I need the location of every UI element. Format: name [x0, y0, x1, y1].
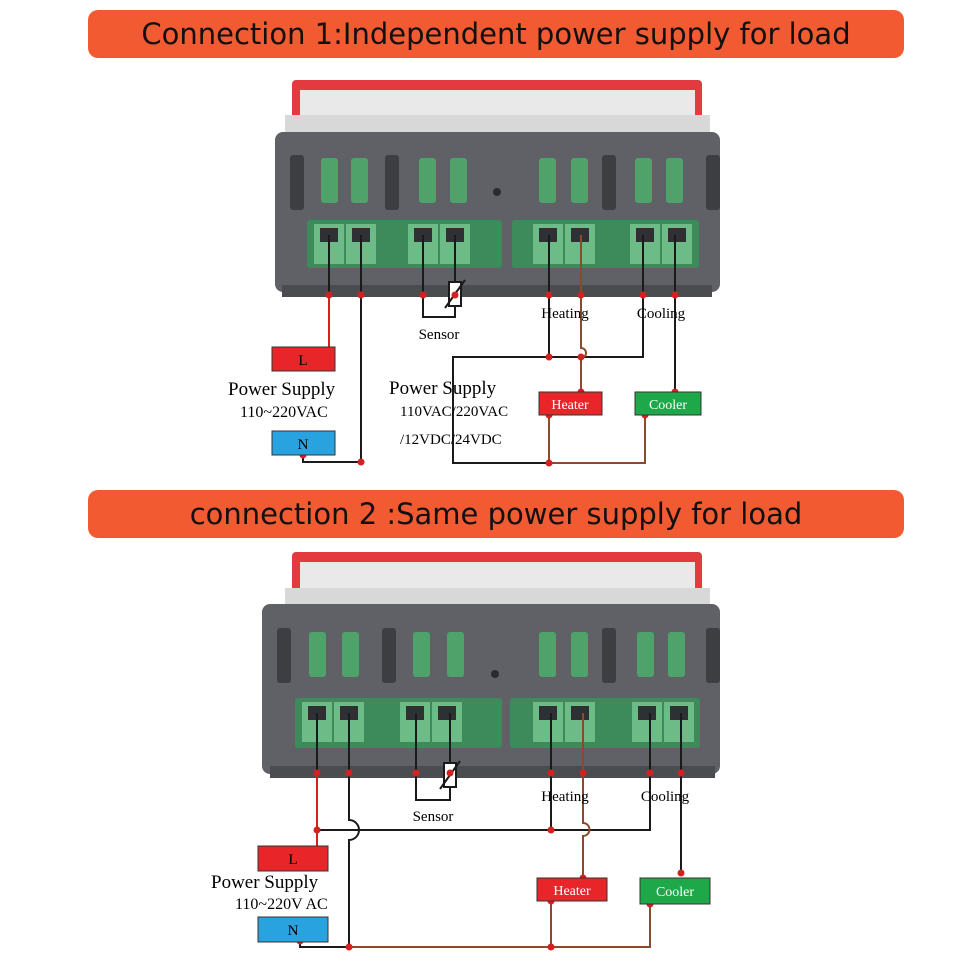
cooler-box: Cooler	[639, 877, 711, 905]
neutral-terminal-box: N	[271, 430, 336, 456]
connection2-title-banner: connection 2 :Same power supply for load	[88, 490, 904, 538]
controller-device	[275, 80, 720, 297]
cooler-label: Cooler	[649, 398, 687, 413]
connection2-diagram: Sensor Heating Cooling L Power Supply 11…	[0, 548, 980, 968]
connection1-diagram: Sensor Heating Cooling L Power Supply 11…	[0, 70, 980, 490]
heating-label: Heating	[541, 789, 589, 805]
heater-box: Heater	[538, 391, 603, 416]
neutral-terminal-box: N	[257, 916, 329, 943]
live-label: L	[288, 852, 297, 868]
power-supply-label: Power Supply	[211, 872, 319, 893]
connection1-title: Connection 1:Independent power supply fo…	[141, 17, 851, 51]
power-voltage-label: 110~220V AC	[235, 896, 328, 913]
live-label: L	[298, 353, 307, 369]
cooling-label: Cooling	[637, 306, 686, 322]
neutral-label: N	[288, 923, 299, 939]
load-voltage-ac-label: 110VAC/220VAC	[400, 404, 508, 420]
cooling-label: Cooling	[641, 789, 690, 805]
cooler-box: Cooler	[634, 391, 702, 416]
live-terminal-box: L	[257, 845, 329, 872]
load-voltage-dc-label: /12VDC/24VDC	[400, 432, 502, 448]
cooler-label: Cooler	[656, 885, 694, 900]
connection1-title-banner: Connection 1:Independent power supply fo…	[88, 10, 904, 58]
live-terminal-box: L	[271, 346, 336, 372]
connection2-title: connection 2 :Same power supply for load	[189, 497, 803, 531]
power-supply-label: Power Supply	[228, 379, 336, 400]
controller-device	[262, 552, 720, 778]
heater-box: Heater	[536, 877, 608, 902]
neutral-label: N	[298, 437, 309, 453]
heater-label: Heater	[551, 398, 589, 413]
heater-label: Heater	[553, 884, 591, 899]
load-power-supply-label: Power Supply	[389, 378, 497, 399]
sensor-label: Sensor	[413, 809, 454, 825]
heating-label: Heating	[541, 306, 589, 322]
power-voltage-label: 110~220VAC	[240, 404, 328, 421]
sensor-label: Sensor	[419, 327, 460, 343]
